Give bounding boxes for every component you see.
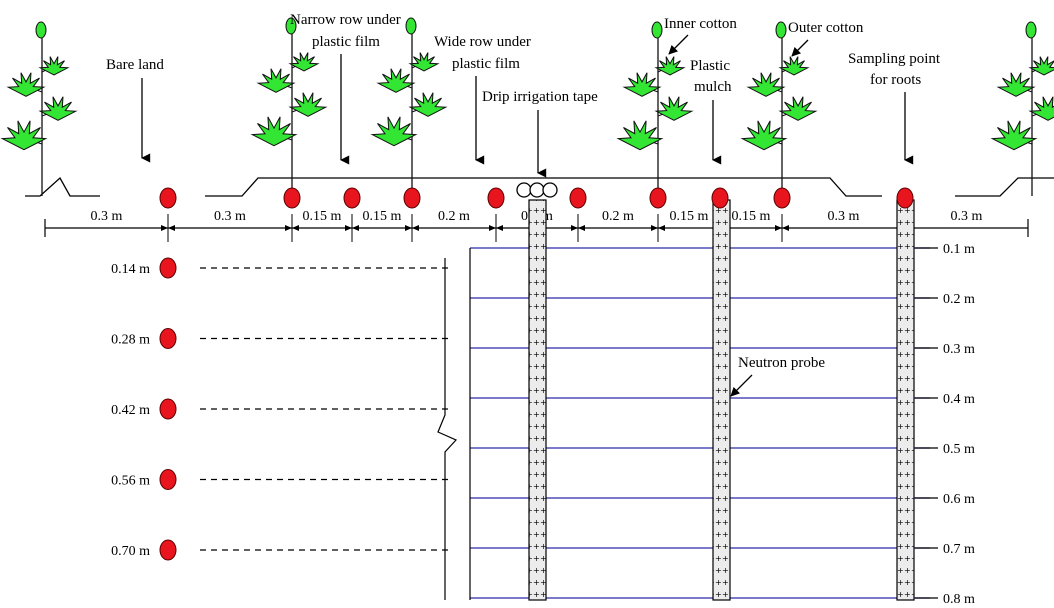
label-wide-row-1: Wide row under [434,34,531,50]
dimension-label: 0.3 m [91,209,123,224]
depth-label: 0.5 m [943,442,975,457]
label-mulch-2: mulch [694,79,732,95]
dimension-label: 0.15 m [363,209,402,224]
drip-tape-icon [516,182,558,198]
dimension-labels: 0.3 m0.3 m0.15 m0.15 m0.2 m0.2 m0.2 m0.1… [91,209,983,224]
scale-break-line [437,258,458,600]
arrow-inner-cotton [668,34,689,55]
cotton-plant [616,21,694,196]
dimension-arrowheads [571,225,585,231]
label-wide-row-2: plastic film [452,56,520,72]
root-sampling-dot [159,398,177,420]
ground-surface [25,176,1054,197]
sampling-dot [569,187,587,209]
dimension-arrowheads [285,225,299,231]
cotton-plant [370,17,448,196]
dimension-label: 0.15 m [732,209,771,224]
root-sampling-dot [159,469,177,490]
dimension-label: 0.2 m [438,209,470,224]
root-sampling-dot [159,539,177,561]
depth-label: 0.4 m [943,392,975,407]
dimension-label: 0.3 m [951,209,983,224]
dimension-arrowheads [489,225,503,231]
cotton-plant [250,17,328,196]
depth-label: 0.2 m [943,292,975,307]
neutron-probe-tube-1 [528,199,547,601]
sampling-dot [773,187,791,209]
label-narrow-row-2: plastic film [312,34,380,50]
label-bare-land: Bare land [106,57,164,73]
root-depth-label: 0.28 m [111,333,150,348]
label-neutron-probe: Neutron probe [738,355,825,371]
root-depth-row: 0.42 m [111,398,448,420]
surface-sampling-points [159,187,914,209]
plastic-film-surface [205,177,882,197]
depth-label: 0.1 m [943,242,975,257]
root-depth-row: 0.28 m [111,328,448,349]
root-depth-label: 0.42 m [111,403,150,418]
cotton-plant [990,21,1054,196]
depth-label: 0.8 m [943,592,975,607]
probe-depth-labels: 0.1 m 0.2 m 0.3 m 0.4 m 0.5 m 0.6 m 0.7 m 0.8 m [943,242,975,607]
depth-grid [470,247,938,599]
dimension-label: 0.3 m [828,209,860,224]
dimension-ticks [161,214,912,242]
sampling-dot [896,187,914,209]
sampling-dot [711,187,729,209]
dimension-arrowheads [651,225,665,231]
label-sampling-2: for roots [870,72,921,88]
ground-left [25,176,100,197]
label-narrow-row-1: Narrow row under [290,12,401,28]
neutron-probe-tube-2 [712,199,731,601]
depth-label: 0.7 m [943,542,975,557]
root-depth-label: 0.70 m [111,544,150,559]
sampling-dot [403,187,421,209]
annotations: Bare land Narrow row under plastic film … [106,12,941,397]
label-mulch-1: Plastic [690,58,730,74]
root-sampling-dot [159,257,177,279]
root-depth-row: 0.56 m [111,469,448,490]
sampling-dot [649,187,667,209]
sampling-dot [283,187,301,209]
dimension-label: 0.15 m [670,209,709,224]
probe-columns [528,199,915,601]
cotton-plant [0,21,78,196]
sampling-dot [487,187,505,209]
dimension-label: 0.2 m [602,209,634,224]
dimension-arrowheads [161,225,175,231]
root-depth-row: 0.14 m [111,257,448,279]
ground-right [955,177,1054,197]
depth-label: 0.3 m [943,342,975,357]
root-sampling-dot [159,328,177,349]
cotton-plants [0,17,1054,196]
cotton-plant [740,21,818,196]
neutron-probe-tube-3 [896,199,915,601]
sampling-dot [343,187,361,209]
root-depth-label: 0.14 m [111,262,150,277]
dimension-arrowheads [405,225,419,231]
arrow-neutron-probe [730,374,753,397]
label-outer-cotton: Outer cotton [788,20,864,36]
label-sampling-1: Sampling point [848,51,941,67]
root-depth-row: 0.70 m [111,539,448,561]
root-depth-label: 0.56 m [111,474,150,489]
dimension-label: 0.3 m [214,209,246,224]
label-inner-cotton: Inner cotton [664,16,737,32]
arrow-outer-cotton [791,39,809,57]
dimension-arrowheads [775,225,789,231]
sampling-dot [159,187,177,209]
dimension-label: 0.15 m [303,209,342,224]
label-drip-tape: Drip irrigation tape [482,89,598,105]
root-sampling-depths: 0.14 m 0.28 m 0.42 m 0.56 m 0.70 m [111,257,448,561]
dimension-arrowheads [345,225,359,231]
depth-label: 0.6 m [943,492,975,507]
